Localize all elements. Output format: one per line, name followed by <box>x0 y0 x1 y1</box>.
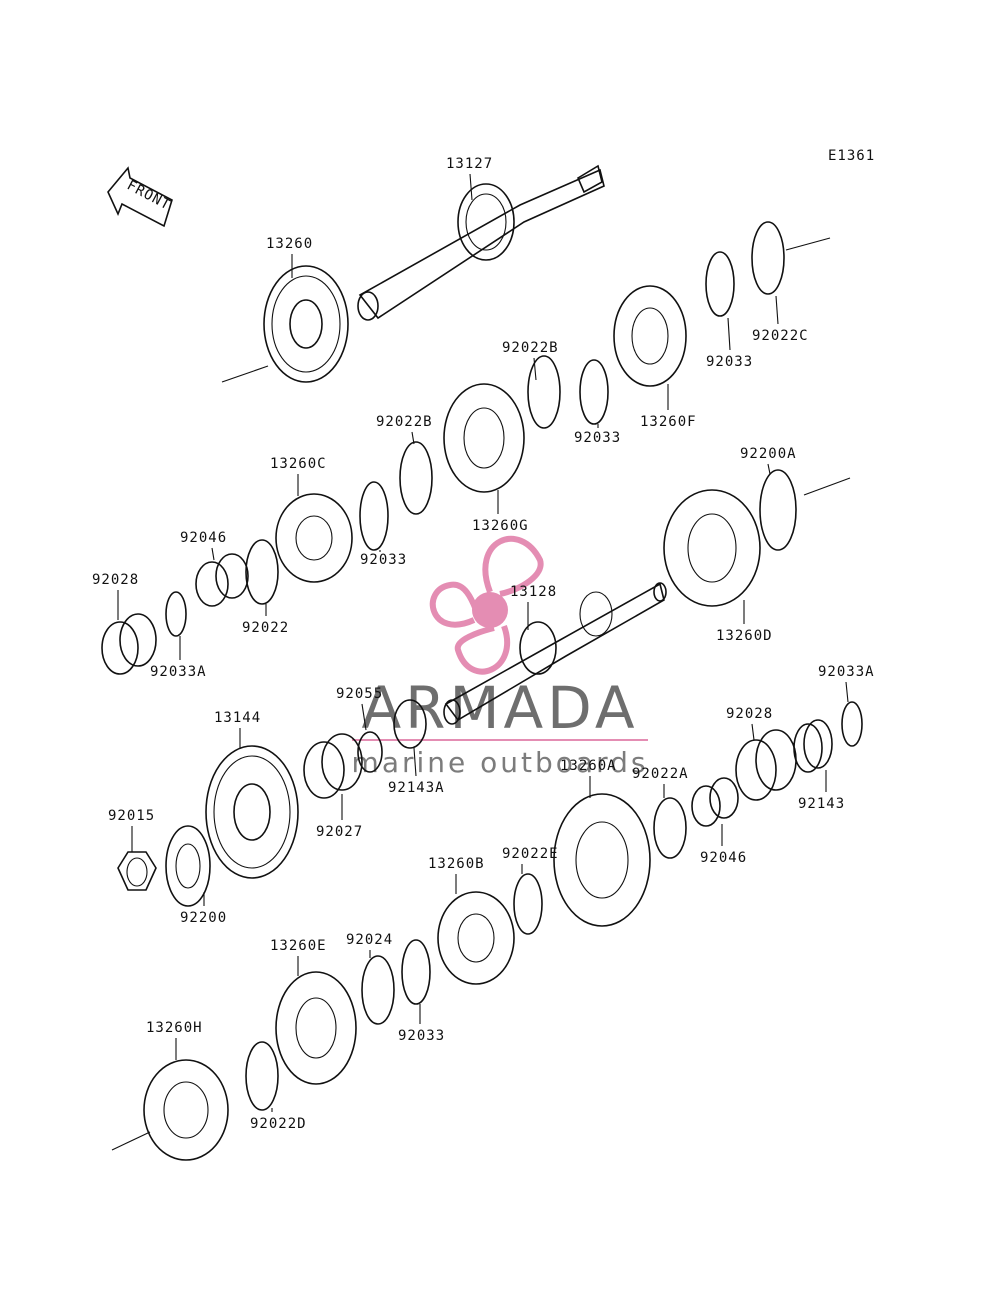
propeller-logo-icon <box>429 535 544 675</box>
diagram-id: E1361 <box>828 148 875 164</box>
ring-92022 <box>245 539 279 605</box>
gear-13260A <box>553 793 651 927</box>
shaft-13128 <box>443 582 667 725</box>
label-13260G: 13260G <box>472 518 529 534</box>
watermark-brand: ARMADA <box>361 674 638 742</box>
sprocket-13144 <box>205 745 299 879</box>
label-92143: 92143 <box>798 796 845 812</box>
gear-13260D <box>663 489 761 607</box>
needle-bearing-92046-lower <box>691 777 739 827</box>
nut-92015 <box>117 851 157 891</box>
label-13260E: 13260E <box>270 938 327 954</box>
axis-lines <box>111 237 851 1151</box>
ring-92022D <box>245 1041 279 1111</box>
label-13127: 13127 <box>446 156 493 172</box>
gear-13260E <box>275 971 357 1085</box>
label-92046-upper: 92046 <box>180 530 227 546</box>
label-92033-middle: 92033 <box>574 430 621 446</box>
collar-92143 <box>793 719 833 773</box>
label-13260: 13260 <box>266 236 313 252</box>
label-92143A: 92143A <box>388 780 445 796</box>
washer-92200 <box>165 825 211 907</box>
label-92028-upper: 92028 <box>92 572 139 588</box>
ring-92022B-lower <box>399 441 433 515</box>
label-13260D: 13260D <box>716 628 773 644</box>
circlip-92033-bottom <box>401 939 431 1005</box>
label-13260H: 13260H <box>146 1020 203 1036</box>
bearing-92028-right <box>735 729 797 801</box>
label-92200: 92200 <box>180 910 227 926</box>
front-arrow-icon: FRONT <box>107 166 173 228</box>
label-92015: 92015 <box>108 808 155 824</box>
label-92055: 92055 <box>336 686 383 702</box>
label-92033-bottom: 92033 <box>398 1028 445 1044</box>
oring-92055 <box>357 731 383 773</box>
circlip-92033-top <box>705 251 735 317</box>
label-13260A: 13260A <box>560 758 617 774</box>
label-92022E: 92022E <box>502 846 559 862</box>
bearing-92027 <box>303 733 363 799</box>
label-92022A: 92022A <box>632 766 689 782</box>
label-92022D: 92022D <box>250 1116 307 1132</box>
label-92024: 92024 <box>346 932 393 948</box>
label-13144: 13144 <box>214 710 261 726</box>
label-13128: 13128 <box>510 584 557 600</box>
label-92027: 92027 <box>316 824 363 840</box>
label-92046-lower: 92046 <box>700 850 747 866</box>
label-13260B: 13260B <box>428 856 485 872</box>
label-13260F: 13260F <box>640 414 697 430</box>
label-92033A-right: 92033A <box>818 664 875 680</box>
gear-13260C <box>275 493 353 583</box>
ring-92022E <box>513 873 543 935</box>
collar-92143A <box>393 699 427 749</box>
label-92028-right: 92028 <box>726 706 773 722</box>
circlip-92033-lower <box>359 481 389 551</box>
label-13260C: 13260C <box>270 456 327 472</box>
watermark: ARMADA marine outboards <box>352 535 649 779</box>
label-92022B-upper: 92022B <box>502 340 559 356</box>
watermark-tagline: marine outboards <box>352 746 649 779</box>
ring-92022C <box>751 221 785 295</box>
bearing-92028-upper <box>101 613 157 675</box>
gear-13260 <box>263 265 349 383</box>
label-92033A-upper: 92033A <box>150 664 207 680</box>
ring-92200A <box>759 469 797 551</box>
label-92022: 92022 <box>242 620 289 636</box>
ring-92022B-upper <box>527 355 561 429</box>
gear-13260H <box>143 1059 229 1161</box>
ring-92024 <box>361 955 395 1025</box>
circlip-92033A-upper <box>165 591 187 637</box>
label-92022B-lower: 92022B <box>376 414 433 430</box>
label-92200A: 92200A <box>740 446 797 462</box>
needle-bearing-92046-upper <box>195 553 249 607</box>
shaft-13127 <box>357 164 605 321</box>
circlip-92033A-right <box>841 701 863 747</box>
gear-13260G <box>443 383 525 493</box>
label-92022C: 92022C <box>752 328 809 344</box>
label-92033-top: 92033 <box>706 354 753 370</box>
circlip-92033-middle <box>579 359 609 425</box>
gear-13260B <box>437 891 515 985</box>
ring-92022A <box>653 797 687 859</box>
gear-13260F <box>613 285 687 387</box>
label-92033-lower: 92033 <box>360 552 407 568</box>
